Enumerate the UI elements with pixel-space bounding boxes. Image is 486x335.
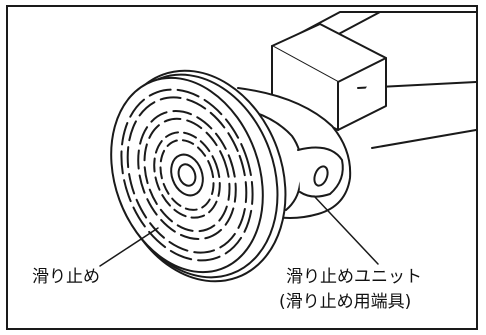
- leader-line-unit: [313, 195, 379, 265]
- callout-anti-slip-unit-note: (滑り止め用端具): [279, 292, 412, 312]
- callout-anti-slip-pad: 滑り止め: [32, 267, 100, 287]
- anti-slip-pad: [110, 76, 264, 274]
- leader-line-pad: [99, 227, 159, 267]
- tube-collar: [271, 23, 387, 131]
- callout-anti-slip-unit: 滑り止めユニット: [286, 267, 422, 287]
